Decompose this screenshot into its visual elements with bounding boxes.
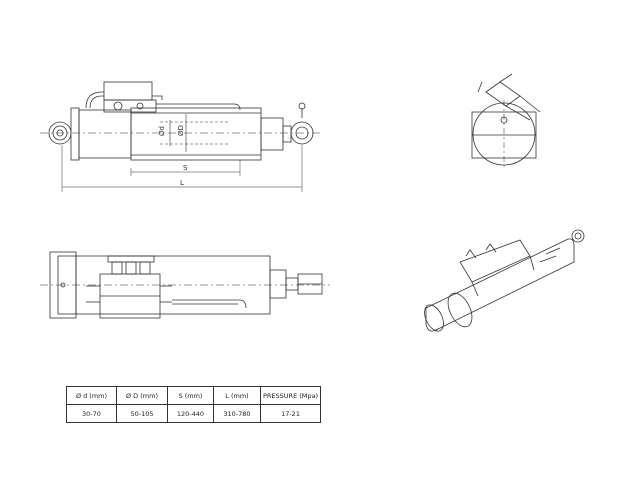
spec-table: Ø d (mm) Ø D (mm) S (mm) L (mm) PRESSURE… bbox=[66, 386, 322, 423]
header-bore-diameter: Ø D (mm) bbox=[116, 386, 168, 405]
front-view bbox=[40, 81, 322, 192]
value-rod-diameter: 30-70 bbox=[66, 404, 117, 423]
value-length: 310-780 bbox=[213, 404, 261, 423]
end-view bbox=[471, 73, 541, 170]
dim-stroke-label: S bbox=[183, 164, 188, 172]
top-view bbox=[40, 251, 330, 319]
dim-d-label: Ød bbox=[158, 126, 166, 136]
header-stroke: S (mm) bbox=[167, 386, 214, 405]
value-stroke: 120-440 bbox=[167, 404, 214, 423]
header-rod-diameter: Ø d (mm) bbox=[66, 386, 117, 405]
spec-table-header-row: Ø d (mm) Ø D (mm) S (mm) L (mm) PRESSURE… bbox=[66, 386, 322, 405]
spec-table-value-row: 30-70 50-105 120-440 310-780 17-21 bbox=[66, 404, 322, 423]
value-bore-diameter: 50-105 bbox=[116, 404, 168, 423]
header-length: L (mm) bbox=[213, 386, 261, 405]
isometric-view bbox=[424, 229, 585, 332]
value-pressure: 17-21 bbox=[259, 404, 322, 423]
dim-D-label: ØD bbox=[177, 125, 185, 136]
header-pressure: PRESSURE (Mpa) bbox=[259, 386, 322, 405]
dim-length-label: L bbox=[180, 179, 184, 187]
